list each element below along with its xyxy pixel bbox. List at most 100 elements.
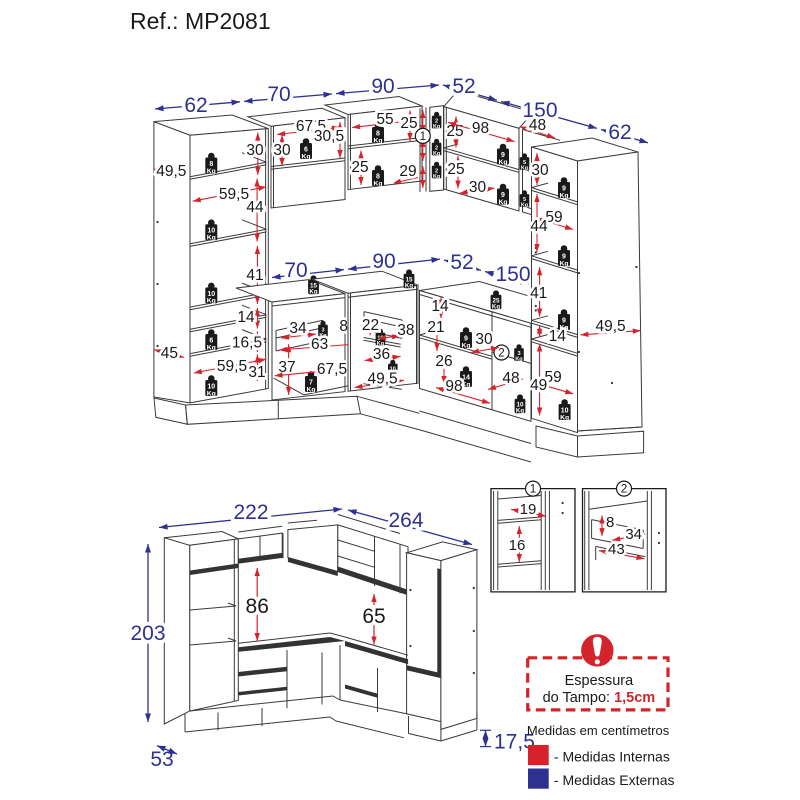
- svg-text:52: 52: [452, 75, 475, 98]
- svg-text:Kg: Kg: [498, 199, 507, 206]
- svg-text:59: 59: [544, 369, 561, 386]
- svg-text:44: 44: [530, 218, 548, 235]
- svg-text:16: 16: [509, 537, 526, 554]
- svg-text:14: 14: [549, 328, 567, 345]
- svg-text:203: 203: [130, 622, 165, 645]
- svg-text:Kg: Kg: [207, 390, 216, 397]
- svg-text:10: 10: [390, 366, 396, 372]
- svg-text:98: 98: [445, 378, 462, 395]
- svg-text:do Tampo: 1,5cm: do Tampo: 1,5cm: [543, 690, 656, 706]
- svg-text:59: 59: [545, 209, 562, 226]
- svg-text:17,5: 17,5: [494, 731, 535, 754]
- svg-text:- Medidas Internas: - Medidas Internas: [554, 749, 670, 765]
- svg-text:3: 3: [517, 351, 520, 357]
- svg-text:2: 2: [435, 118, 438, 124]
- svg-text:63: 63: [311, 336, 328, 353]
- svg-text:65: 65: [362, 605, 385, 628]
- svg-text:5: 5: [523, 197, 526, 203]
- svg-text:Kg: Kg: [461, 381, 470, 388]
- svg-text:16,5: 16,5: [232, 335, 262, 352]
- svg-text:43: 43: [608, 541, 625, 558]
- svg-text:5: 5: [523, 160, 526, 166]
- svg-text:2: 2: [498, 346, 504, 359]
- svg-text:222: 222: [233, 501, 268, 524]
- svg-text:10: 10: [207, 228, 215, 235]
- svg-text:8: 8: [339, 318, 348, 335]
- svg-text:49: 49: [530, 377, 547, 394]
- svg-text:8: 8: [376, 131, 380, 138]
- svg-text:Kg: Kg: [559, 324, 568, 331]
- svg-text:264: 264: [388, 509, 423, 532]
- svg-text:90: 90: [371, 75, 394, 98]
- svg-text:Kg: Kg: [319, 333, 326, 339]
- svg-text:- Medidas Externas: - Medidas Externas: [554, 772, 675, 788]
- svg-text:Kg: Kg: [515, 356, 522, 362]
- svg-text:53: 53: [150, 748, 173, 771]
- svg-text:2: 2: [621, 483, 627, 496]
- svg-text:Kg: Kg: [559, 260, 568, 267]
- svg-text:150: 150: [522, 99, 557, 122]
- svg-text:7: 7: [309, 380, 313, 387]
- svg-text:6: 6: [209, 338, 213, 345]
- svg-text:22: 22: [362, 317, 379, 334]
- svg-text:41: 41: [246, 267, 263, 284]
- svg-text:2: 2: [435, 145, 438, 151]
- svg-text:14: 14: [462, 375, 470, 382]
- svg-text:25: 25: [446, 123, 463, 140]
- svg-text:59,5: 59,5: [219, 186, 249, 203]
- svg-text:30: 30: [273, 142, 291, 159]
- svg-text:2: 2: [435, 168, 438, 174]
- svg-text:62: 62: [184, 94, 207, 117]
- svg-text:Kg: Kg: [377, 341, 384, 347]
- svg-text:Medidas em centímetros: Medidas em centímetros: [527, 723, 670, 738]
- svg-text:9: 9: [501, 152, 505, 159]
- svg-text:30: 30: [246, 142, 264, 159]
- svg-text:10: 10: [207, 291, 215, 298]
- svg-text:8: 8: [376, 174, 380, 181]
- svg-text:67,5: 67,5: [296, 118, 326, 135]
- svg-text:41: 41: [530, 285, 547, 302]
- svg-text:10: 10: [561, 408, 569, 415]
- svg-text:14: 14: [431, 298, 449, 315]
- svg-text:49,5: 49,5: [596, 318, 626, 335]
- svg-text:15: 15: [405, 276, 413, 283]
- svg-text:Kg: Kg: [207, 298, 216, 305]
- svg-text:25: 25: [447, 161, 464, 178]
- svg-text:Kg: Kg: [559, 192, 568, 199]
- svg-text:55: 55: [376, 111, 393, 128]
- svg-text:Kg: Kg: [521, 202, 528, 208]
- svg-text:Kg: Kg: [306, 386, 315, 393]
- svg-text:1: 1: [530, 483, 536, 496]
- svg-text:Kg: Kg: [405, 283, 413, 290]
- svg-text:31: 31: [248, 364, 265, 381]
- svg-text:98: 98: [472, 120, 489, 137]
- svg-text:48: 48: [529, 117, 546, 134]
- svg-text:Kg: Kg: [492, 304, 500, 311]
- svg-text:25: 25: [400, 115, 417, 132]
- svg-text:Kg: Kg: [373, 137, 382, 144]
- svg-text:Kg: Kg: [433, 174, 440, 180]
- svg-text:Kg: Kg: [207, 235, 216, 242]
- svg-text:Kg: Kg: [301, 153, 310, 160]
- svg-text:30: 30: [475, 331, 493, 348]
- svg-text:10: 10: [516, 401, 524, 408]
- svg-text:86: 86: [246, 595, 269, 618]
- svg-text:70: 70: [284, 259, 307, 282]
- svg-text:38: 38: [397, 322, 414, 339]
- svg-text:Kg: Kg: [207, 344, 216, 351]
- svg-text:150: 150: [495, 263, 530, 286]
- svg-text:25: 25: [492, 297, 500, 304]
- svg-text:15: 15: [310, 282, 318, 289]
- svg-text:Kg: Kg: [373, 180, 382, 187]
- svg-text:34: 34: [625, 526, 642, 543]
- svg-text:45: 45: [161, 345, 178, 362]
- svg-text:36: 36: [373, 346, 390, 363]
- svg-text:8: 8: [606, 514, 614, 531]
- svg-text:19: 19: [520, 501, 537, 518]
- svg-text:30: 30: [531, 162, 549, 179]
- svg-text:44: 44: [246, 199, 264, 216]
- svg-text:Kg: Kg: [433, 151, 440, 157]
- svg-text:Kg: Kg: [207, 168, 216, 175]
- svg-text:8: 8: [209, 161, 213, 168]
- svg-text:30: 30: [469, 179, 487, 196]
